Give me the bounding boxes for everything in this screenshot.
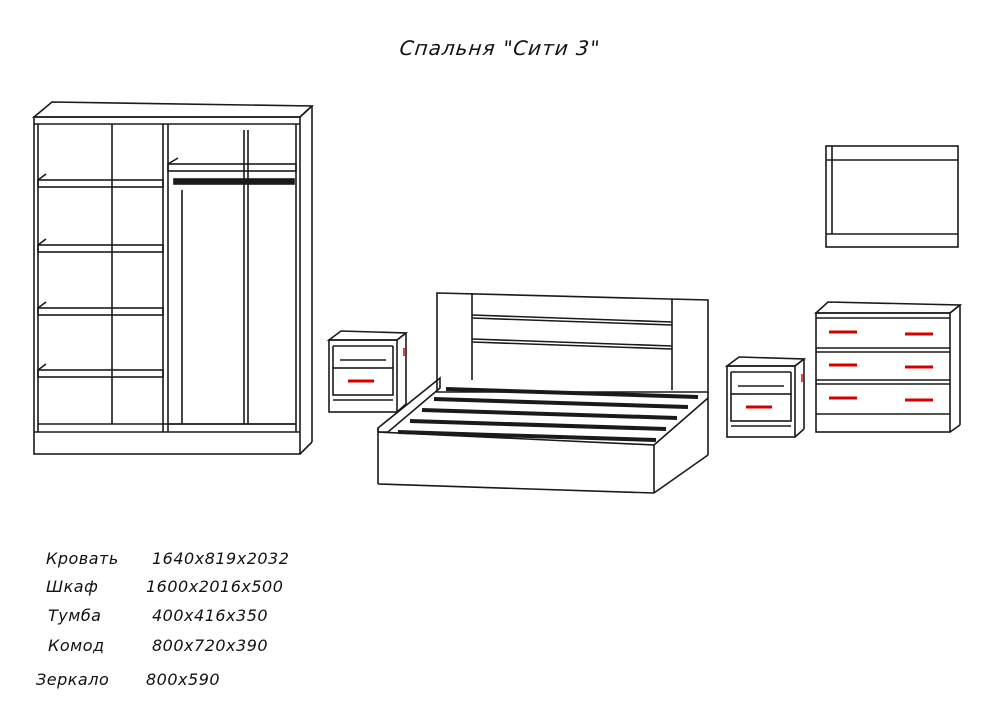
bed (377, 292, 709, 494)
mirror (825, 145, 959, 248)
chest-of-drawers (813, 301, 963, 433)
nightstand-left (326, 330, 409, 413)
wardrobe (31, 101, 315, 455)
nightstand-right (724, 356, 807, 438)
